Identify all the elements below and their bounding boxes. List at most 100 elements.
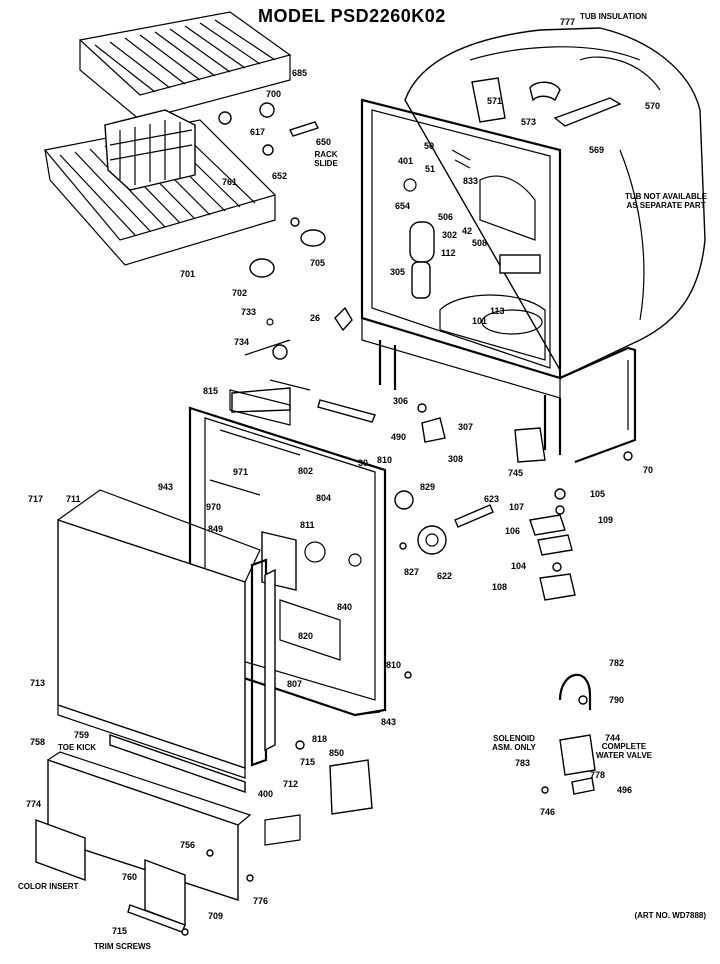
callout-105: 105	[590, 489, 606, 499]
callout-776: 776	[253, 896, 269, 906]
callout-307: 307	[458, 422, 474, 432]
callout-506: 506	[438, 212, 454, 222]
callout-712: 712	[283, 779, 299, 789]
callout-617: 617	[250, 127, 266, 137]
tub-not-available-note: TUB NOT AVAILABLE AS SEPARATE PART	[624, 192, 708, 210]
callout-715-trim: 715	[112, 926, 128, 936]
callout-26: 26	[310, 313, 321, 323]
callout-758: 758	[30, 737, 46, 747]
callout-112: 112	[441, 248, 456, 258]
callout-829: 829	[420, 482, 436, 492]
callout-104: 104	[511, 561, 527, 571]
callout-717: 717	[28, 494, 44, 504]
dish-racks	[43, 11, 326, 278]
callout-802: 802	[298, 466, 314, 476]
callout-42: 42	[462, 226, 473, 236]
callout-652: 652	[272, 171, 288, 181]
toe-kick-parts	[35, 734, 301, 936]
callout-840: 840	[337, 602, 353, 612]
callout-401: 401	[398, 156, 414, 166]
callout-709: 709	[208, 911, 224, 921]
callout-685: 685	[292, 68, 308, 78]
callout-713: 713	[30, 678, 46, 688]
tub	[360, 27, 706, 464]
callout-108: 108	[492, 582, 508, 592]
callout-807: 807	[287, 679, 303, 689]
callout-820: 820	[298, 631, 314, 641]
callout-746: 746	[540, 807, 556, 817]
callout-818: 818	[312, 734, 328, 744]
callout-654: 654	[395, 201, 411, 211]
callout-777: 777	[560, 17, 576, 27]
callout-733: 733	[241, 307, 257, 317]
callout-701: 701	[180, 269, 196, 279]
toe-kick-note: TOE KICK	[58, 743, 97, 752]
callout-571: 571	[487, 96, 503, 106]
rack-slide-note: RACK SLIDE	[314, 150, 338, 168]
callout-943: 943	[158, 482, 174, 492]
callout-827: 827	[404, 567, 420, 577]
callout-804: 804	[316, 493, 332, 503]
callout-400: 400	[258, 789, 274, 799]
callout-815: 815	[203, 386, 219, 396]
callout-774: 774	[26, 799, 42, 809]
complete-water-valve-note: COMPLETE WATER VALVE	[596, 742, 652, 760]
callout-107: 107	[509, 502, 525, 512]
callout-759: 759	[74, 730, 90, 740]
callout-734: 734	[234, 337, 250, 347]
door-assembly	[57, 389, 387, 779]
callout-702: 702	[232, 288, 248, 298]
callout-622: 622	[437, 571, 453, 581]
trim-screws-note: TRIM SCREWS	[94, 942, 151, 951]
callout-782: 782	[609, 658, 625, 668]
callout-810: 810	[377, 455, 393, 465]
model-title: MODEL PSD2260K02	[258, 6, 446, 26]
callout-302: 302	[442, 230, 458, 240]
callout-490: 490	[391, 432, 407, 442]
callout-843: 843	[381, 717, 397, 727]
callout-849: 849	[208, 524, 224, 534]
callout-106: 106	[505, 526, 521, 536]
callout-305: 305	[390, 267, 406, 277]
callout-810b: 810	[386, 660, 402, 670]
callout-833: 833	[463, 176, 479, 186]
callout-50: 50	[424, 141, 435, 151]
right-parts	[295, 488, 596, 815]
solenoid-asm-note: SOLENOID ASM. ONLY	[492, 734, 536, 752]
tub-insulation-note: TUB INSULATION	[580, 12, 647, 21]
callout-811: 811	[300, 520, 315, 530]
callout-970: 970	[206, 502, 222, 512]
callout-496: 496	[617, 785, 633, 795]
callout-783: 783	[515, 758, 531, 768]
callout-756: 756	[180, 840, 196, 850]
callout-570: 570	[645, 101, 661, 111]
callout-700: 700	[266, 89, 282, 99]
art-number: (ART NO. WD7888)	[634, 911, 706, 920]
callout-778: 778	[590, 770, 606, 780]
callout-715: 715	[300, 757, 316, 767]
callout-113: 113	[490, 306, 505, 316]
callout-850: 850	[329, 748, 345, 758]
callout-711: 711	[66, 494, 81, 504]
callout-306: 306	[393, 396, 409, 406]
callout-745: 745	[508, 468, 524, 478]
callout-569: 569	[589, 145, 605, 155]
callout-109: 109	[598, 515, 614, 525]
callout-761: 761	[222, 177, 238, 187]
callout-51: 51	[425, 164, 436, 174]
callout-623: 623	[484, 494, 500, 504]
callout-744: 744	[605, 733, 621, 743]
callout-101: 101	[472, 316, 488, 326]
callout-508: 508	[472, 238, 488, 248]
callout-760: 760	[122, 872, 138, 882]
callout-30: 30	[358, 458, 369, 468]
callout-70: 70	[643, 465, 654, 475]
callout-650: 650	[316, 137, 332, 147]
callout-705: 705	[310, 258, 326, 268]
callout-790: 790	[609, 695, 625, 705]
color-insert-note: COLOR INSERT	[18, 882, 79, 891]
callout-308: 308	[448, 454, 464, 464]
callout-971: 971	[233, 467, 249, 477]
